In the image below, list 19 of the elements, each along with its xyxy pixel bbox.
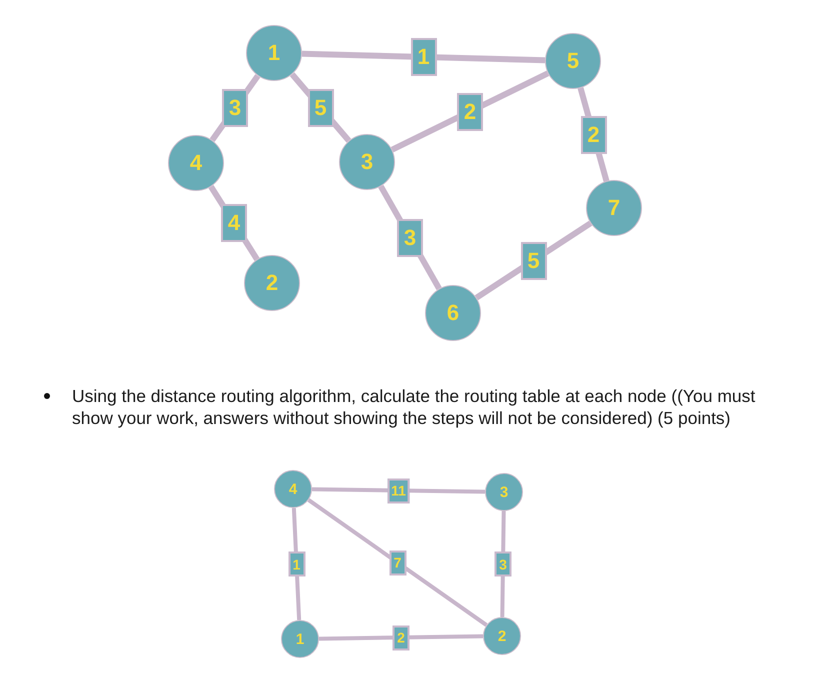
edge-label: 2 [580,116,606,154]
question-text: Using the distance routing algorithm, calculate the routing table at each node ((You must show your work, answers without showing the steps will not be considered) (5 points) [72,385,756,429]
edge-label: 3 [222,89,248,127]
edge-label: 5 [520,242,546,280]
edge-label: 4 [221,204,247,242]
edge-label: 2 [457,92,483,130]
edge-line [390,70,550,152]
edge-label: 5 [308,88,334,126]
edge-label: 11 [387,478,410,503]
edge-label: 7 [389,550,406,575]
edge-label: 3 [397,218,423,256]
edge-line [302,50,546,64]
edge-line [312,487,486,494]
edge-label: 1 [288,552,305,576]
edge-line [318,634,484,641]
edge-label: 1 [410,38,436,76]
edge-line [307,498,488,627]
edge-label: 3 [494,552,512,576]
edge-label: 2 [392,625,410,650]
